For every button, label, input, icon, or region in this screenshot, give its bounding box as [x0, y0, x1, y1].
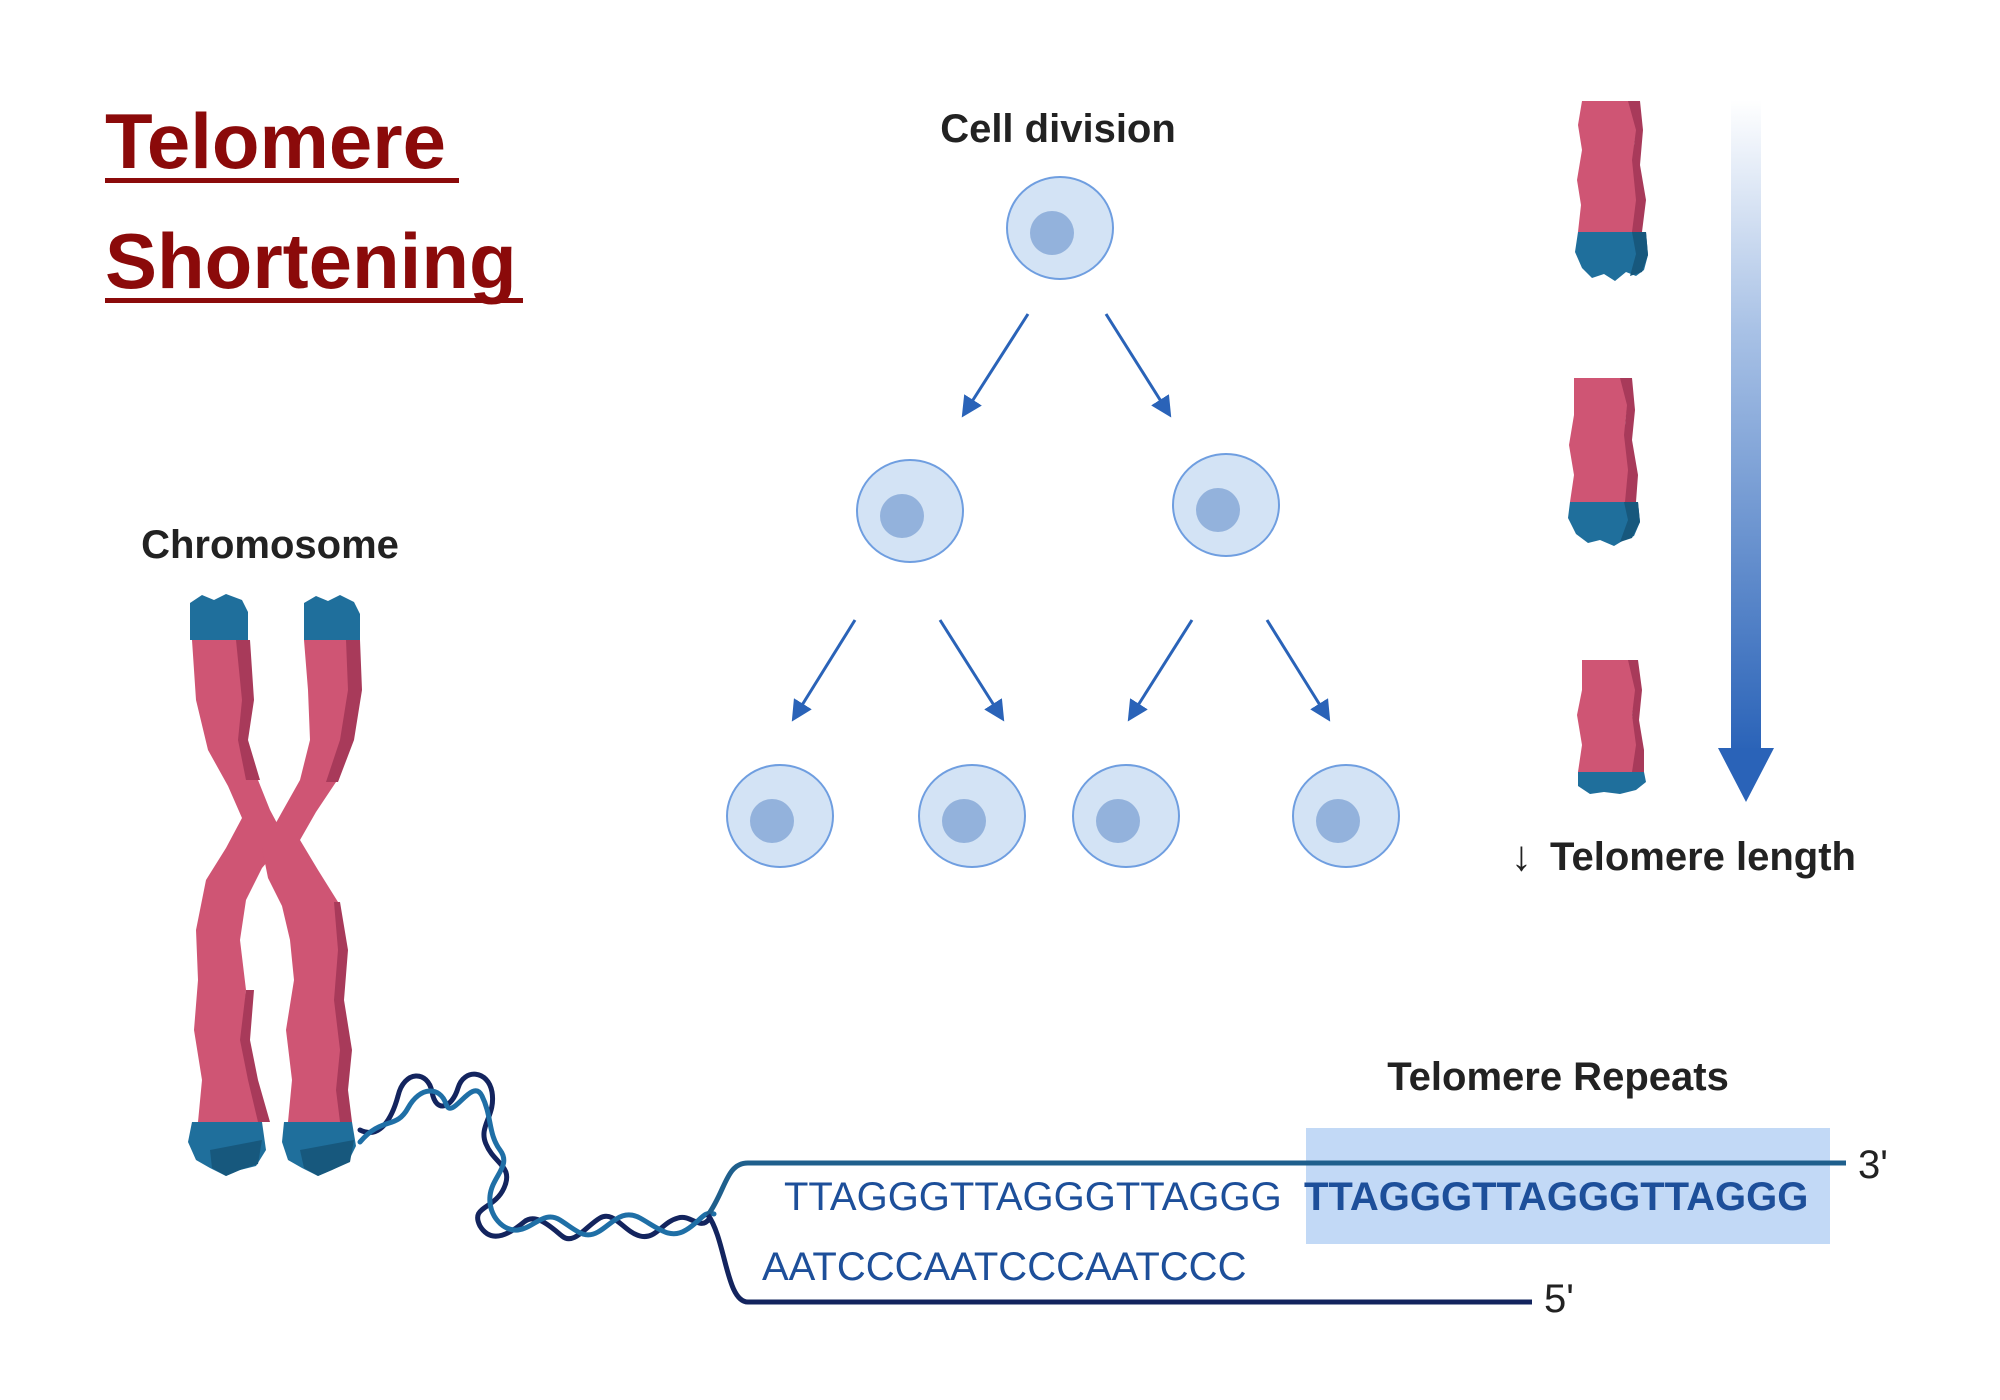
division-arrow — [1127, 619, 1194, 722]
chromosome-end-medium — [1568, 378, 1640, 546]
telomere-length-panel: ↓ Telomere length — [1511, 100, 1856, 879]
strand-top-line — [705, 1160, 1846, 1217]
division-arrow — [938, 619, 1005, 722]
strand-top-sequence: TTAGGGTTAGGGTTAGGG — [784, 1175, 1282, 1219]
cell-gen1-left — [856, 459, 964, 563]
prime-5-label: 5' — [1544, 1277, 1574, 1321]
division-arrow — [1104, 313, 1172, 418]
cell-root — [1006, 176, 1114, 280]
dna-helix — [357, 1071, 717, 1242]
nucleus — [750, 799, 794, 843]
strand-bottom-line — [705, 1213, 1532, 1305]
title-underline-2 — [105, 298, 523, 303]
telomere-length-gradient-arrow — [1731, 100, 1761, 752]
nucleus — [1196, 488, 1240, 532]
telomere-length-down-arrow: ↓ — [1511, 832, 1532, 879]
cell-gen1-right — [1172, 453, 1280, 557]
division-arrow — [1265, 619, 1331, 722]
chromosome-label: Chromosome — [141, 523, 399, 567]
telomere-cap — [190, 594, 248, 640]
nucleus — [1316, 799, 1360, 843]
dna-strand-light — [357, 1088, 717, 1238]
title-underline-1 — [105, 178, 459, 183]
title-line-1: Telomere — [105, 97, 446, 185]
cell-gen2-1 — [726, 764, 834, 868]
telomere-cap — [304, 595, 360, 640]
gradient-arrow-head — [1718, 748, 1774, 802]
telomere-repeats-highlight — [1306, 1128, 1830, 1244]
nucleus — [1096, 799, 1140, 843]
nucleus — [942, 799, 986, 843]
cell-gen2-3 — [1072, 764, 1180, 868]
strand-top-repeats: TTAGGGTTAGGGTTAGGG — [1304, 1175, 1808, 1219]
cell-division-label: Cell division — [940, 107, 1176, 151]
prime-3-label: 3' — [1858, 1143, 1888, 1187]
chromosome-end-short — [1577, 660, 1646, 794]
strand-bottom-sequence: AATCCCAATCCCAATCCC — [762, 1245, 1246, 1289]
nucleus — [880, 494, 924, 538]
cell-gen2-2 — [918, 764, 1026, 868]
division-arrow — [791, 619, 857, 722]
telomere-length-label: Telomere length — [1550, 835, 1856, 879]
chromosome-end-long — [1575, 101, 1648, 281]
cell-gen2-4 — [1292, 764, 1400, 868]
title-line-2: Shortening — [105, 217, 517, 305]
chromosome — [188, 594, 362, 1176]
cell-tree — [726, 176, 1400, 868]
division-arrow — [961, 313, 1030, 418]
nucleus — [1030, 211, 1074, 255]
telomere-repeats-label: Telomere Repeats — [1387, 1055, 1729, 1099]
chromatid-left — [192, 640, 286, 1122]
title: Telomere Shortening — [105, 97, 523, 305]
